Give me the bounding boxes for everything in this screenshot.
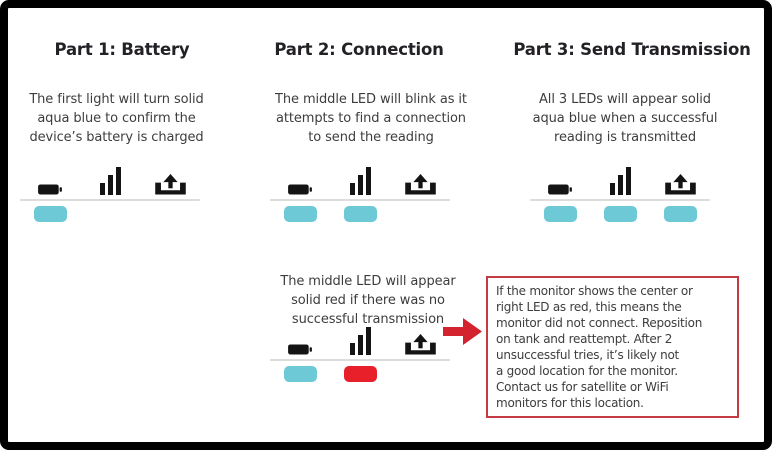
battery-icon: [270, 184, 330, 195]
device-display-part2: [270, 163, 450, 222]
part1-description: The first light will turn solid aqua blu…: [29, 92, 204, 145]
upload-icon: [390, 334, 450, 355]
battery-icon: [530, 184, 590, 195]
signal-bars-icon: [80, 167, 140, 195]
led-row: [530, 206, 710, 222]
aqua-led: [543, 206, 577, 222]
status-baseline: [20, 199, 200, 201]
led-row: [270, 366, 450, 382]
device-icons: [270, 323, 450, 359]
battery-icon: [270, 344, 330, 355]
failure-description: The middle LED will appear solid red if …: [280, 274, 456, 327]
warning-box: If the monitor shows the center or right…: [486, 276, 739, 418]
signal-bars-icon: [330, 167, 390, 195]
part2-title: Part 2: Connection: [274, 40, 444, 59]
device-display-part3: [530, 163, 710, 222]
upload-icon: [390, 174, 450, 195]
part1-title: Part 1: Battery: [54, 40, 190, 59]
aqua-led: [663, 206, 697, 222]
device-icons: [270, 163, 450, 199]
aqua-led: [343, 206, 377, 222]
part3-description: All 3 LEDs will appear solid aqua blue w…: [532, 92, 718, 145]
red-led: [343, 366, 377, 382]
status-baseline: [270, 359, 450, 361]
part3-title: Part 3: Send Transmission: [513, 40, 751, 59]
device-icons: [20, 163, 200, 199]
led-row: [270, 206, 450, 222]
warning-text: If the monitor shows the center or right…: [496, 284, 703, 410]
device-icons: [530, 163, 710, 199]
aqua-led: [33, 206, 67, 222]
upload-icon: [140, 174, 200, 195]
status-baseline: [530, 199, 710, 201]
upload-icon: [650, 174, 710, 195]
device-display-part1: [20, 163, 200, 222]
aqua-led: [283, 366, 317, 382]
signal-bars-icon: [330, 327, 390, 355]
status-baseline: [270, 199, 450, 201]
battery-icon: [20, 184, 80, 195]
led-row: [20, 206, 200, 222]
part2-description: The middle LED will blink as it attempts…: [275, 92, 467, 145]
red-arrow-icon: [443, 318, 482, 345]
aqua-led: [283, 206, 317, 222]
device-display-failure: [270, 323, 450, 382]
signal-bars-icon: [590, 167, 650, 195]
aqua-led: [603, 206, 637, 222]
